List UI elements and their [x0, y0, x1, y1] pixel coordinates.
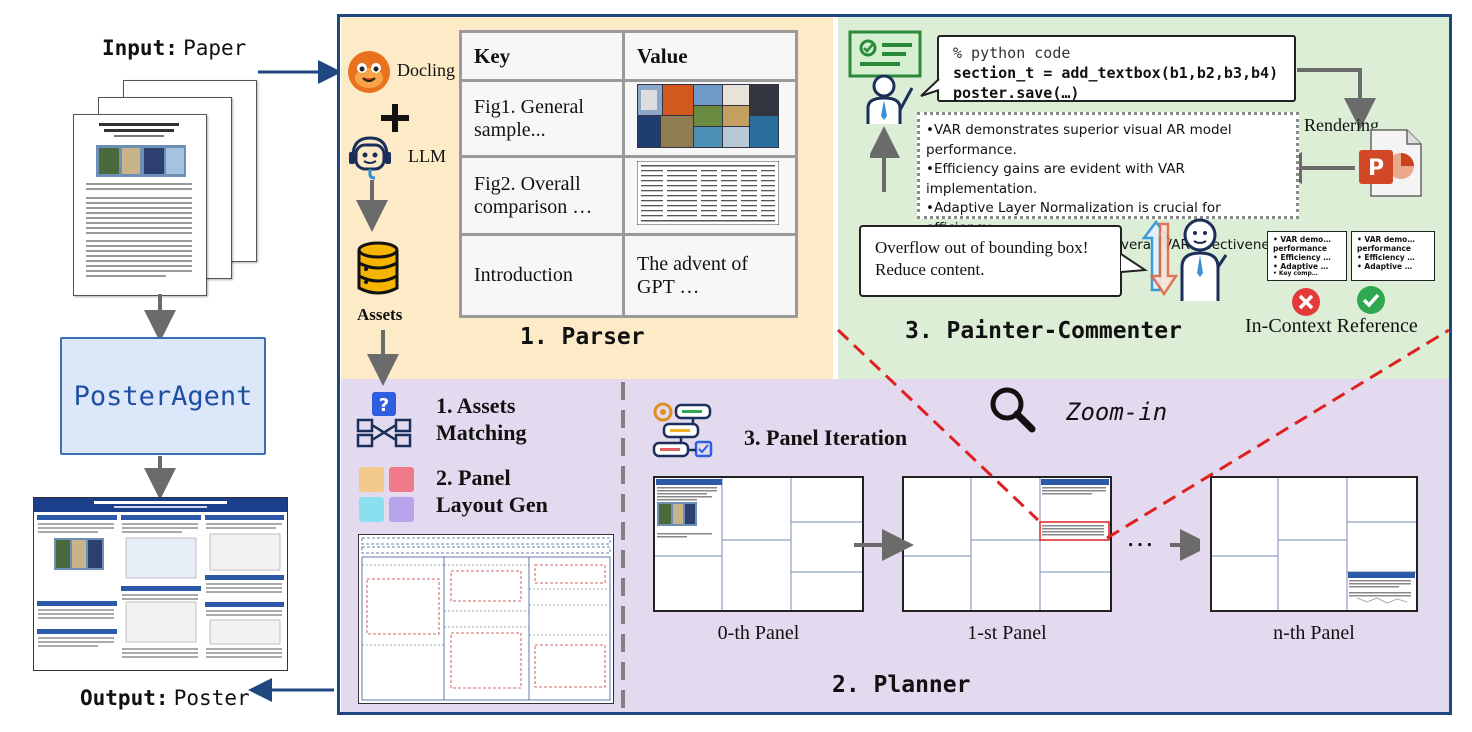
layout-gen-label: 2. Panel Layout Gen [436, 464, 548, 518]
docling-label: Docling [397, 60, 455, 80]
presenter-icon [846, 28, 926, 133]
ref-card-line: • Key comp… [1273, 270, 1318, 277]
output-label: Output: Poster [80, 686, 250, 710]
ref-card-line: • Efficiency … [1357, 253, 1415, 262]
poster-agent-label: PosterAgent [73, 380, 253, 412]
table-cell-value-image [622, 79, 798, 158]
output-poster-thumbnail [33, 497, 288, 671]
workflow-icon [652, 400, 714, 463]
paper-page-front [73, 114, 207, 296]
input-label: Input: Paper [102, 36, 247, 60]
ellipsis-text: … [1126, 522, 1154, 553]
code-line: section_t = add_textbox(b1,b2,b3,b4) [953, 64, 1279, 82]
panel-1-label: 1-st Panel [967, 622, 1047, 644]
code-box: % python code section_t = add_textbox(b1… [937, 35, 1296, 102]
parser-arrows [356, 180, 399, 386]
panel-1 [902, 476, 1112, 612]
panel-n [1210, 476, 1418, 612]
panel-0-label: 0-th Panel [717, 622, 800, 644]
code-box-tail [920, 78, 940, 97]
bullet-item: •VAR demonstrates superior visual AR mod… [926, 122, 1232, 158]
parser-title: 1. Parser [520, 324, 645, 350]
panel-iteration-label: 3. Panel Iteration [744, 425, 908, 450]
code-comment: % python code [953, 44, 1071, 62]
zoom-in-label: Zoom-in [1066, 398, 1168, 426]
layout-gen-line: Layout Gen [436, 492, 548, 517]
table-cell-value-image [622, 155, 798, 236]
table-cell-value: The advent of GPT … [622, 233, 798, 318]
figure1-thumbnail [637, 83, 779, 148]
plus-icon [379, 102, 411, 139]
check-icon [1356, 285, 1386, 320]
svg-text:P: P [1368, 156, 1384, 181]
wrong-icon [1291, 287, 1321, 322]
code-line: poster.save(…) [953, 84, 1080, 102]
assets-label: Assets [357, 305, 403, 324]
magnifier-icon [988, 385, 1036, 440]
reference-card-bad: • VAR demo… performance • Efficiency … •… [1267, 231, 1347, 281]
paper-thumbnail [86, 123, 192, 277]
layout-gen-line: 2. Panel [436, 465, 511, 490]
assets-matching-label: 1. Assets Matching [436, 392, 526, 446]
table-cell-key: Introduction [459, 233, 625, 318]
left-arrows [144, 60, 340, 702]
painter-commenter-title: 3. Painter-Commenter [905, 318, 1182, 344]
question-network-icon: ? [356, 390, 414, 453]
panel-arrows [854, 529, 1200, 561]
ref-card-line: • VAR demo… [1273, 235, 1331, 244]
reference-card-good: • VAR demo… performance • Efficiency … •… [1351, 231, 1435, 281]
bullet-text-box: •VAR demonstrates superior visual AR mod… [917, 112, 1299, 253]
ref-card-line: performance [1273, 244, 1328, 253]
up-down-arrows-icon [1140, 216, 1180, 303]
database-icon [356, 240, 400, 303]
assets-matching-line: Matching [436, 420, 527, 445]
ref-card-line: • Adaptive … [1357, 262, 1413, 271]
table-header-value: Value [622, 30, 798, 82]
feedback-callout-tail [1120, 253, 1148, 273]
ref-card-line: • Efficiency … [1273, 253, 1331, 262]
planner-title: 2. Planner [832, 672, 971, 698]
table-cell-key: Fig1. General sample... [459, 79, 625, 158]
ref-card-line: • Adaptive … [1273, 262, 1329, 271]
in-context-reference-label: In-Context Reference [1245, 315, 1418, 337]
ref-card-line: • VAR demo… [1357, 235, 1415, 244]
poster-agent-box: PosterAgent [60, 337, 266, 455]
powerpoint-icon: P [1357, 128, 1423, 203]
commenter-icon [1174, 215, 1230, 310]
assets-matching-line: 1. Assets [436, 393, 516, 418]
main-frame [337, 14, 1452, 715]
layout-blocks-icon [359, 467, 415, 528]
panel-n-label: n-th Panel [1273, 622, 1355, 644]
llm-robot-icon [345, 134, 395, 185]
table-header-key: Key [459, 30, 625, 82]
docling-duck-icon [345, 48, 395, 101]
feedback-text: Overflow out of bounding box! Reduce con… [875, 238, 1089, 279]
feedback-callout: Overflow out of bounding box! Reduce con… [859, 225, 1122, 297]
table-cell-key: Fig2. Overall comparison … [459, 155, 625, 236]
panel-0 [653, 476, 864, 612]
ref-card-line: performance [1357, 244, 1412, 253]
layout-preview [358, 534, 614, 704]
llm-label: LLM [408, 146, 446, 166]
assets-table: Key Value Fig1. General sample... [459, 30, 798, 318]
svg-text:?: ? [379, 395, 389, 416]
bullet-item: •Efficiency gains are evident with VAR i… [926, 161, 1185, 197]
rendering-label: Rendering [1304, 115, 1379, 135]
